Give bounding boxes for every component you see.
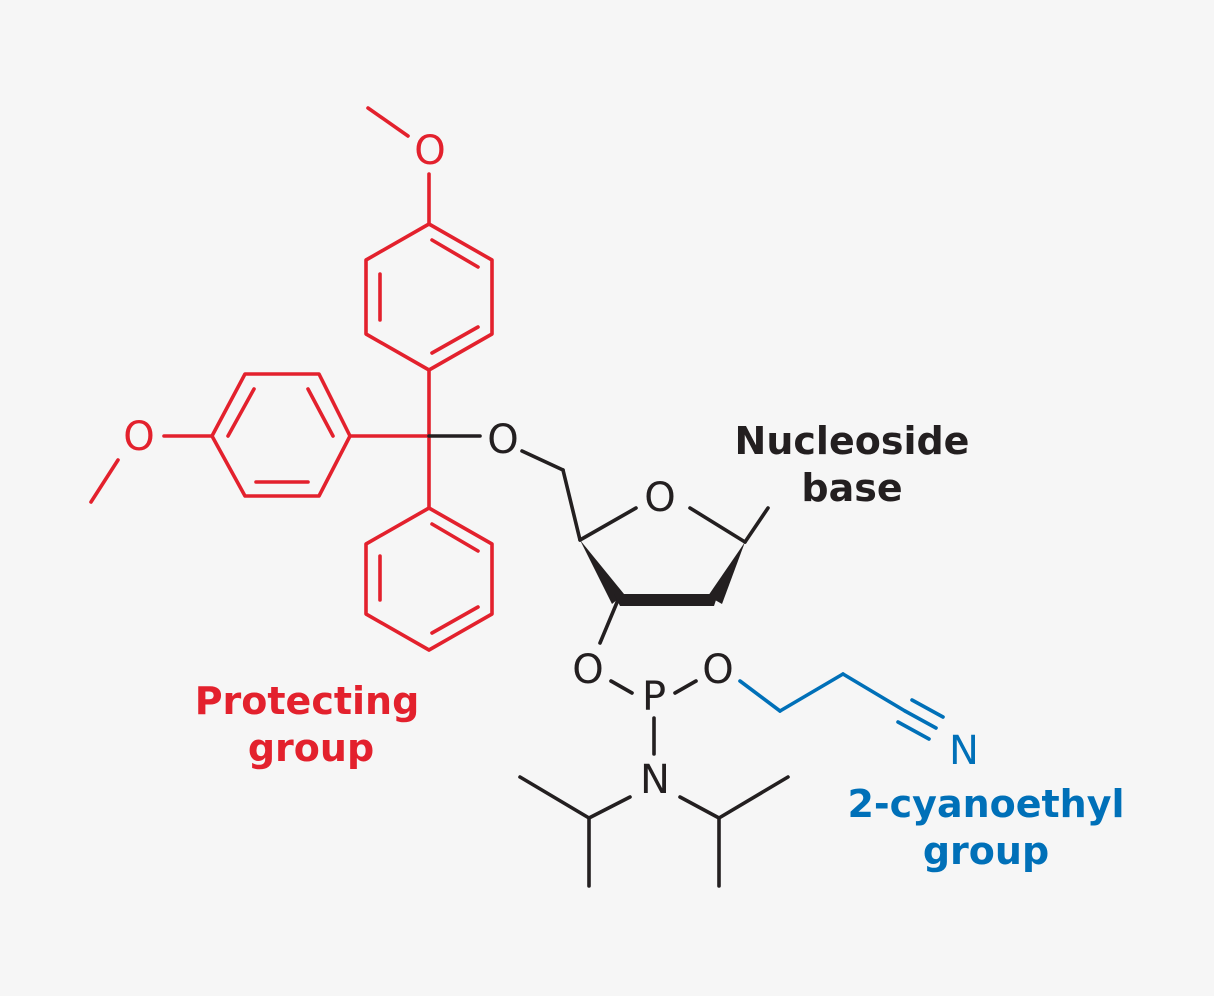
ch2-ch2-bond xyxy=(778,672,845,713)
atom-o-cyanoethyl: O xyxy=(702,647,733,693)
wedge-c1-c2 xyxy=(708,542,745,604)
p-o-bond xyxy=(673,679,698,695)
o-ch2-bond xyxy=(738,679,782,713)
wedge-c4-c3 xyxy=(580,540,624,604)
cyanoethyl-group-label-line2: group xyxy=(923,829,1049,873)
top-ring-double-2 xyxy=(430,325,480,355)
methyl-bond-left xyxy=(89,458,120,504)
left-ring-double-2 xyxy=(226,387,256,438)
cyanoethyl-group-label-line1: 2-cyanoethyl xyxy=(847,782,1124,826)
atom-o-ring: O xyxy=(644,475,675,521)
nucleoside-base-label-line2: base xyxy=(801,466,902,510)
atom-o-3prime: O xyxy=(572,647,603,693)
oring-c1-bond xyxy=(688,506,747,544)
o3-p-bond xyxy=(609,679,634,695)
nucleoside-base-label-line1: Nucleoside xyxy=(735,419,970,463)
top-ring-double-1 xyxy=(430,238,480,269)
triple-bond-2 xyxy=(896,720,931,741)
protecting-group-label-line1: Protecting xyxy=(195,679,420,723)
ipr-right-up xyxy=(717,775,790,820)
left-ring-double-1 xyxy=(306,387,335,438)
methyl-bond-top xyxy=(366,106,410,138)
triple-bond-1 xyxy=(903,709,938,730)
bottom-ring-double-2 xyxy=(430,605,480,635)
c4-oring-bond xyxy=(578,506,638,542)
c3-o3-bond xyxy=(598,598,620,645)
dmt-protecting-group-bonds xyxy=(89,106,494,652)
triple-bond-3 xyxy=(910,698,945,719)
bold-c3-c2 xyxy=(614,594,718,606)
atom-o-ether: O xyxy=(487,417,518,463)
c5-c4-bond xyxy=(561,468,582,542)
atom-n-nitrile: N xyxy=(949,728,979,774)
core-bonds xyxy=(427,434,790,888)
o-c5-bond xyxy=(520,449,565,472)
atom-o-methoxy-left: O xyxy=(123,414,154,460)
ipr-left-up xyxy=(518,775,591,820)
bottom-phenyl-ring xyxy=(364,506,494,652)
atom-o-methoxy-top: O xyxy=(414,128,445,174)
protecting-group-label-line2: group xyxy=(248,726,374,770)
cyanoethyl-bonds xyxy=(738,672,945,741)
n-ipr-left-bond xyxy=(587,795,632,820)
ch2-cn-bond xyxy=(841,672,907,713)
n-ipr-right-bond xyxy=(678,795,721,820)
atom-n-amine: N xyxy=(640,757,670,803)
c1-base-bond xyxy=(743,506,770,544)
top-aryl-ring xyxy=(364,222,494,372)
atom-phosphorus: P xyxy=(642,674,666,720)
left-aryl-ring xyxy=(210,372,352,498)
bottom-ring-double-1 xyxy=(430,522,480,553)
